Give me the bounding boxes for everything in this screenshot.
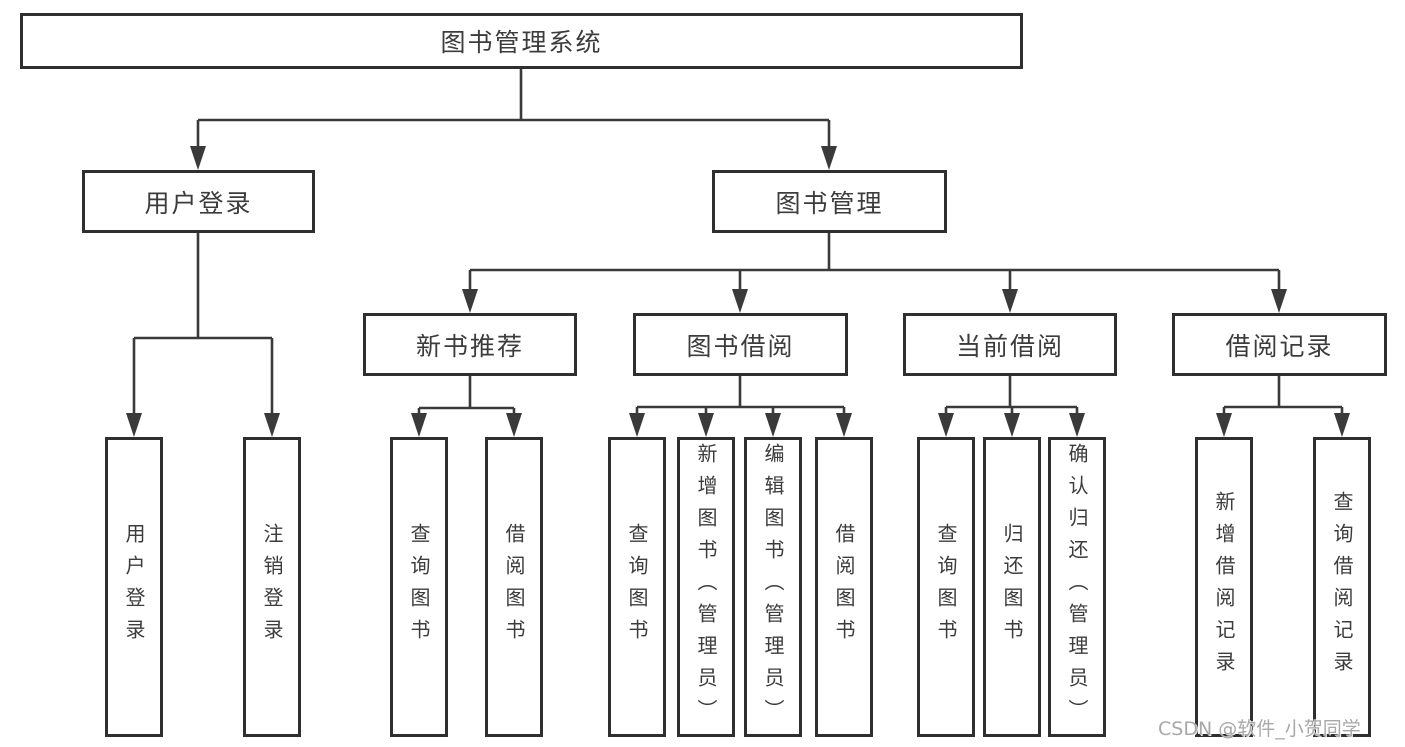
node-current-borrowing: 当前借阅: [903, 313, 1117, 376]
node-book-borrowing-label: 图书借阅: [686, 331, 795, 361]
leaf-edit-book-admin: 编辑图书（管理员）: [744, 437, 802, 737]
leaf-return-book: 归还图书: [983, 437, 1041, 737]
leaf-borrow-books-recommend: 借阅图书: [485, 437, 543, 737]
leaf-logout-label: 注销登录: [260, 523, 284, 651]
leaf-query-books-borrow-label: 查询图书: [625, 523, 649, 651]
leaf-add-book-admin: 新增图书（管理员）: [677, 437, 735, 737]
leaf-query-books-recommend: 查询图书: [390, 437, 448, 737]
leaf-query-books-recommend-label: 查询图书: [407, 523, 431, 651]
node-book-management: 图书管理: [712, 170, 947, 233]
leaf-confirm-return-admin-label: 确认归还（管理员）: [1065, 443, 1089, 731]
leaf-borrow-books-label: 借阅图书: [832, 523, 856, 651]
leaf-query-books-borrow: 查询图书: [608, 437, 666, 737]
leaf-return-book-label: 归还图书: [1000, 523, 1024, 651]
leaf-add-book-admin-label: 新增图书（管理员）: [694, 443, 718, 731]
node-book-management-label: 图书管理: [775, 188, 884, 218]
node-user-login: 用户登录: [82, 170, 315, 233]
leaf-query-borrow-record-label: 查询借阅记录: [1330, 491, 1354, 683]
csdn-watermark: CSDN @软件_小贺同学: [1158, 718, 1361, 740]
leaf-borrow-books-recommend-label: 借阅图书: [502, 523, 526, 651]
node-borrowing-records-label: 借阅记录: [1225, 331, 1334, 361]
node-root-label: 图书管理系统: [440, 28, 603, 57]
node-user-login-label: 用户登录: [144, 188, 253, 218]
leaf-add-borrow-record: 新增借阅记录: [1195, 437, 1253, 737]
leaf-user-login: 用户登录: [105, 437, 163, 737]
leaf-add-borrow-record-label: 新增借阅记录: [1212, 491, 1236, 683]
node-borrowing-records: 借阅记录: [1172, 313, 1387, 376]
leaf-logout: 注销登录: [243, 437, 301, 737]
node-root: 图书管理系统: [20, 13, 1023, 69]
leaf-query-books-current-label: 查询图书: [934, 523, 958, 651]
leaf-query-borrow-record: 查询借阅记录: [1313, 437, 1371, 737]
node-new-book-recommendation-label: 新书推荐: [415, 331, 524, 361]
leaf-edit-book-admin-label: 编辑图书（管理员）: [761, 443, 785, 731]
arrowheads: [126, 146, 1350, 437]
node-current-borrowing-label: 当前借阅: [955, 331, 1064, 361]
leaf-confirm-return-admin: 确认归还（管理员）: [1048, 437, 1106, 737]
node-new-book-recommendation: 新书推荐: [363, 313, 577, 376]
leaf-query-books-current: 查询图书: [917, 437, 975, 737]
leaf-user-login-label: 用户登录: [122, 523, 146, 651]
leaf-borrow-books: 借阅图书: [815, 437, 873, 737]
node-book-borrowing: 图书借阅: [633, 313, 848, 376]
